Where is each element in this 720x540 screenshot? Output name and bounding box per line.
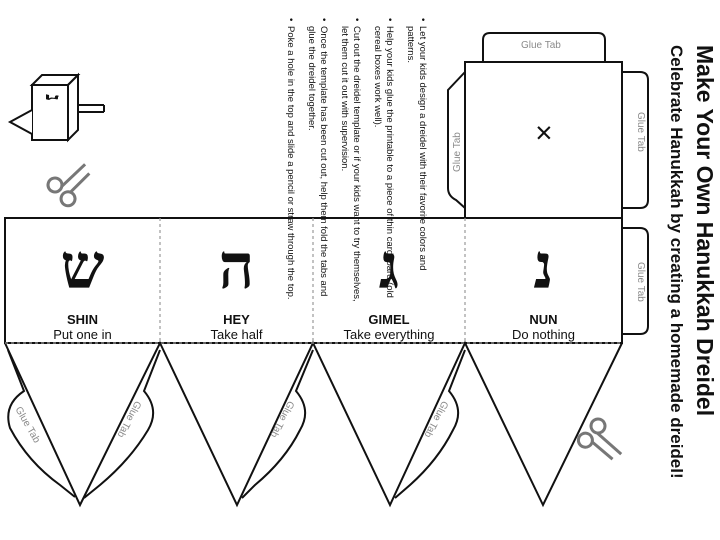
scissors-icon-right — [576, 417, 623, 461]
face-action: Take half — [210, 327, 263, 342]
face-letter: נ — [533, 230, 554, 303]
glue-tab-triangle-3 — [394, 349, 466, 499]
face-action: Put one in — [53, 327, 112, 342]
face-gimel: ג GIMEL Take everything — [313, 218, 465, 343]
face-nun: נ NUN Do nothing — [465, 218, 622, 343]
face-name: HEY — [223, 312, 250, 327]
dreidel-icon-letter: נ — [40, 94, 66, 102]
face-name: GIMEL — [368, 312, 410, 327]
glue-tab-label-right-upper: Glue Tab — [635, 112, 646, 152]
glue-tab-left-outline — [447, 71, 466, 209]
face-letter: ג — [378, 230, 400, 303]
face-name: NUN — [529, 312, 558, 327]
point-triangles-outline — [4, 340, 623, 508]
page-subtitle: Celebrate Hanukkah by creating a homemad… — [667, 45, 686, 479]
glue-tab-top-outline — [482, 32, 606, 62]
face-action: Take everything — [343, 327, 435, 342]
top-face-mark: × — [527, 124, 560, 142]
glue-tab-label-top: Glue Tab — [521, 40, 561, 51]
glue-tab-triangle-1a — [7, 349, 76, 498]
glue-tab-right-upper-outline — [622, 71, 649, 209]
glue-tab-label-left: Glue Tab — [452, 132, 463, 172]
scissors-icon — [46, 163, 91, 208]
page-title: Make Your Own Hanukkah Dreidel — [692, 45, 718, 417]
face-letter: ה — [218, 230, 255, 303]
glue-tab-triangle-1b — [83, 349, 161, 499]
glue-tab-triangle-2 — [241, 349, 314, 499]
face-letter: ש — [60, 230, 105, 303]
dreidel-icon — [7, 72, 105, 143]
face-name: SHIN — [66, 312, 99, 327]
glue-tab-right-lower-outline — [622, 227, 649, 335]
face-action: Do nothing — [512, 327, 575, 342]
glue-tab-label-right-lower: Glue Tab — [635, 262, 646, 302]
face-hey: ה HEY Take half — [160, 218, 313, 343]
face-shin: ש SHIN Put one in — [5, 218, 160, 343]
